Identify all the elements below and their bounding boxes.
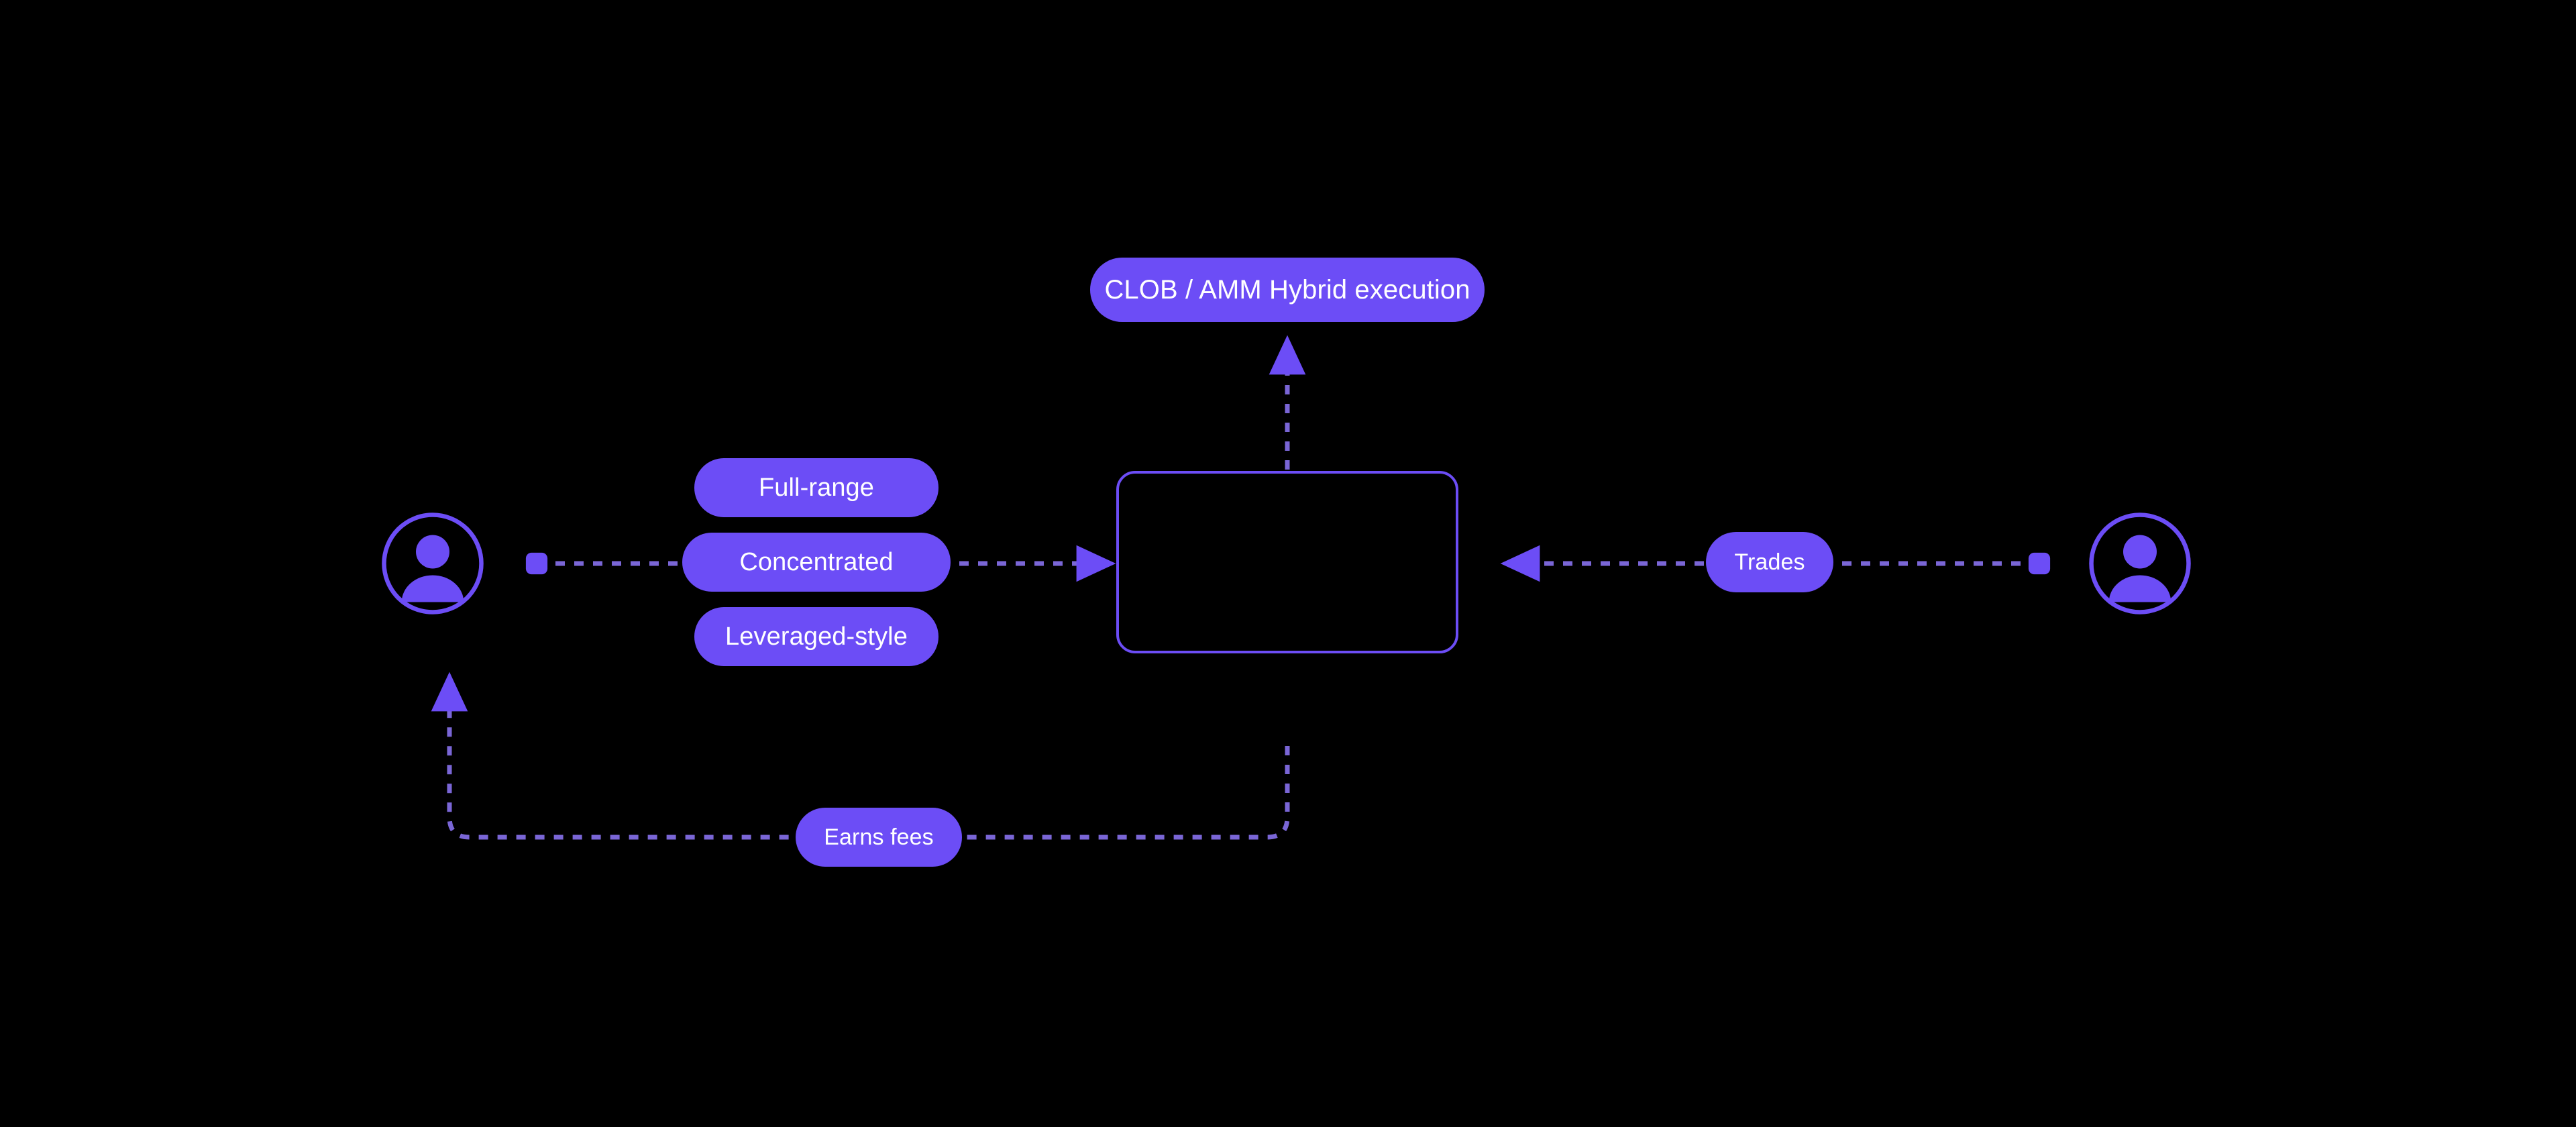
- pill-concentrated-label: Concentrated: [739, 548, 894, 576]
- pill-leveraged-style-label: Leveraged-style: [725, 623, 908, 651]
- pill-earns-fees[interactable]: Earns fees: [796, 808, 962, 867]
- pill-full-range[interactable]: Full-range: [694, 458, 938, 517]
- user-avatar-icon: [382, 513, 484, 614]
- pill-trades[interactable]: Trades: [1706, 532, 1833, 592]
- pill-earns-fees-label: Earns fees: [824, 824, 934, 850]
- pill-full-range-label: Full-range: [758, 474, 875, 502]
- pill-leveraged-style[interactable]: Leveraged-style: [694, 607, 938, 666]
- engine-box[interactable]: [1116, 471, 1458, 653]
- trader-avatar[interactable]: [2086, 510, 2194, 617]
- user-avatar-icon: [2089, 513, 2191, 614]
- pill-clob-amm-hybrid-execution[interactable]: CLOB / AMM Hybrid execution: [1090, 258, 1485, 322]
- pill-clob-amm-hybrid-execution-label: CLOB / AMM Hybrid execution: [1104, 275, 1470, 305]
- lp-avatar[interactable]: [379, 510, 486, 617]
- pill-concentrated[interactable]: Concentrated: [682, 533, 951, 592]
- pill-trades-label: Trades: [1734, 549, 1805, 575]
